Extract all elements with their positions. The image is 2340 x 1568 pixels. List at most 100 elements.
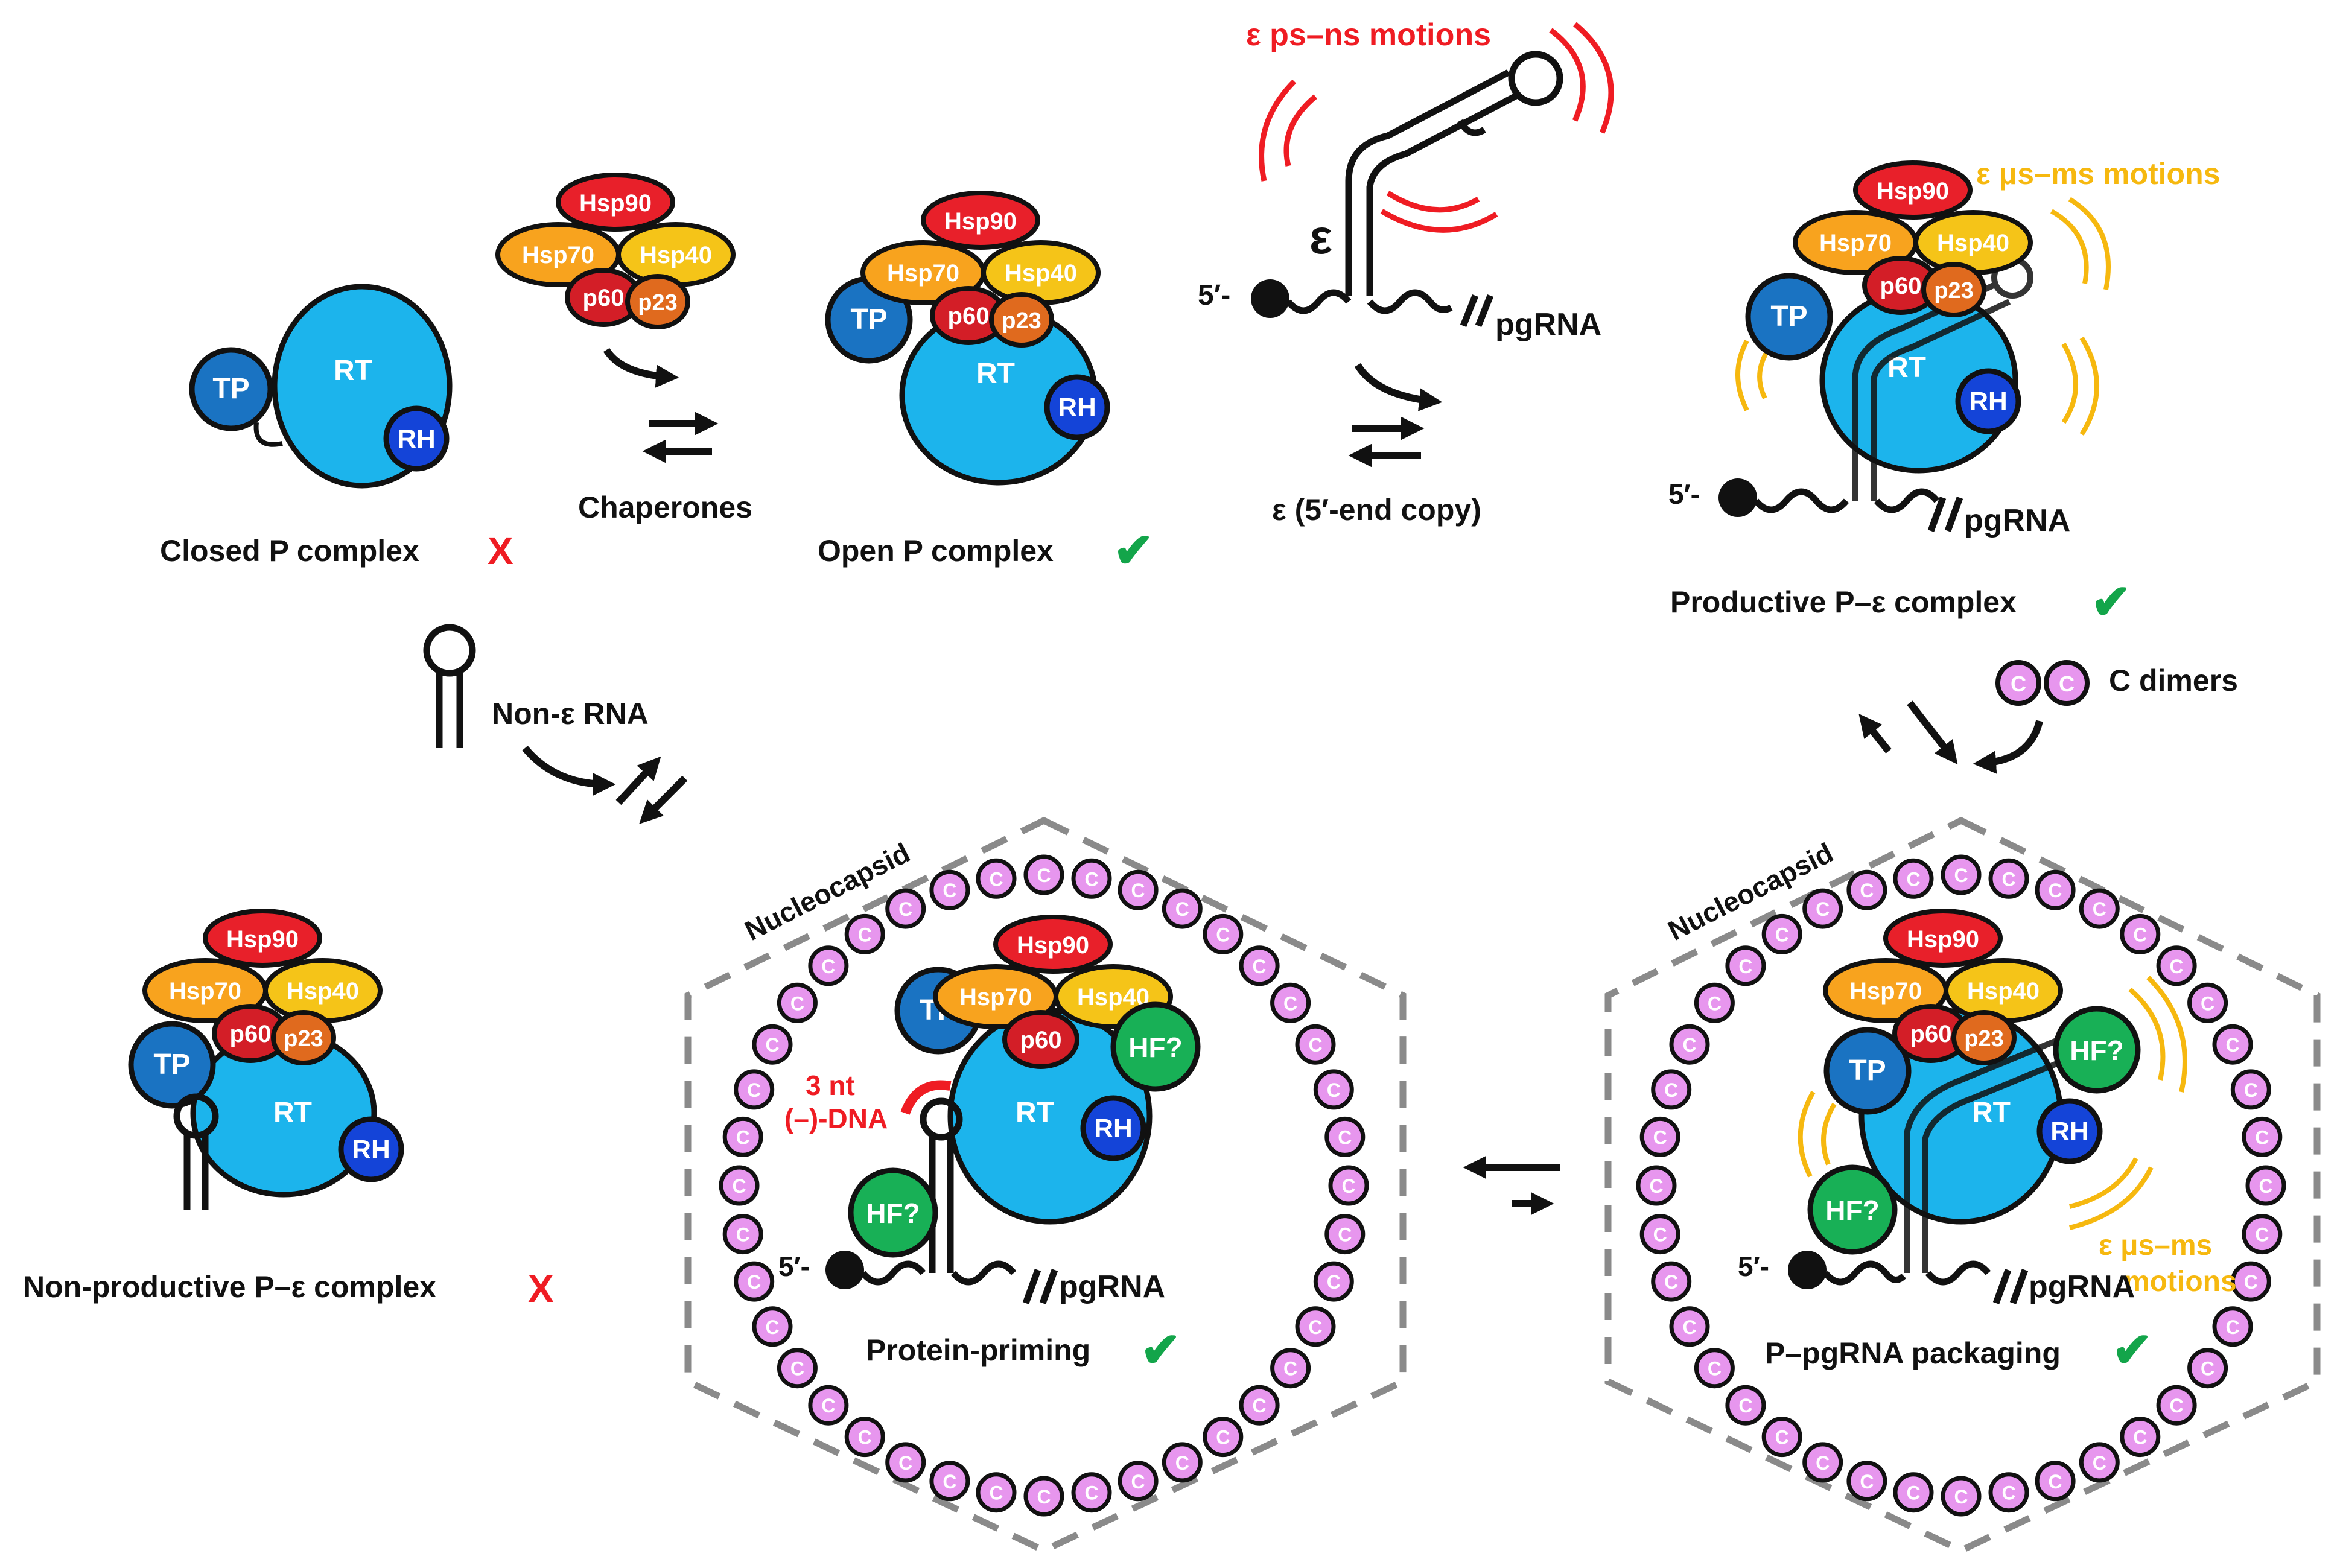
- capsid-subunit-letter: C: [1216, 924, 1230, 945]
- rt-label: RT: [1972, 1097, 2011, 1129]
- five-prime-cap: [1718, 478, 1757, 517]
- capsid-subunit-letter: C: [1338, 1224, 1352, 1246]
- capsid-subunit: [844, 1417, 885, 1458]
- capsid-subunit: [2230, 1261, 2271, 1302]
- capsid-subunit-letter: C: [1216, 1427, 1230, 1449]
- capsid-subunit-letter: C: [821, 956, 835, 977]
- capsid-subunit: [1669, 1306, 1710, 1347]
- capsid-subunit: [2187, 982, 2228, 1023]
- host-factor: [2053, 1006, 2141, 1094]
- capsid-subunit: [719, 1165, 760, 1206]
- us-ms-motion-arcs: [1798, 976, 2187, 1230]
- closed-label: Closed P complex: [160, 534, 419, 568]
- capsid-subunit: [1162, 888, 1203, 929]
- nt-label-2: (–)-DNA: [784, 1103, 888, 1134]
- epsilon-stem-loop: [1345, 51, 1563, 296]
- capsid-subunit: [929, 1461, 970, 1502]
- capsid-subunit: [2212, 1306, 2253, 1347]
- capsid-subunit-letter: C: [736, 1126, 750, 1148]
- equilibrium-arrows: [1463, 1155, 1560, 1216]
- capsid-subunit: [1669, 1024, 1710, 1065]
- capsid-subunit-letter: C: [1738, 1395, 1752, 1417]
- open-p-complex: TP RT RH Hsp90 Hsp70 Hsp40 p60 p23 Open …: [818, 191, 1154, 577]
- chaperone-cluster-bound: Hsp90 Hsp70 Hsp40 p60 p23: [1793, 160, 2033, 317]
- capsid-subunit: [1324, 1116, 1366, 1157]
- minus-strand-dna: [900, 1080, 952, 1115]
- pgrna-break: [1992, 1269, 2029, 1304]
- capsid-subunit: [1324, 1214, 1366, 1255]
- rt-label: RT: [976, 358, 1015, 390]
- capsid-subunit-letter: C: [1175, 1452, 1189, 1474]
- productive-p-epsilon-complex: ε μs–ms motions TP RT RH Hsp90 Hsp70 Hsp…: [1668, 157, 2220, 629]
- capsid-subunit-letter: C: [1131, 880, 1145, 901]
- five-prime-cap: [825, 1251, 864, 1289]
- epsilon-symbol: ε: [1309, 210, 1332, 264]
- capsid-subunit: [1239, 945, 1280, 986]
- p23-label: p23: [284, 1026, 323, 1052]
- capsid-subunit: [1203, 913, 1244, 954]
- capsid-subunit-letter: C: [1327, 1079, 1341, 1101]
- pgrna-label: pgRNA: [1495, 307, 1601, 342]
- hsp40-label: Hsp40: [1937, 230, 2009, 256]
- capsid-subunit: [808, 1385, 849, 1426]
- capsid-subunit-letter: C: [1653, 1126, 1667, 1148]
- p60-label: p60: [230, 1021, 272, 1047]
- capsid-subunit-letter: C: [747, 1079, 761, 1101]
- p60-label: p60: [1910, 1021, 1952, 1047]
- rh-domain: [338, 1116, 404, 1182]
- capsid-subunit-letter: C: [2093, 1452, 2106, 1474]
- capsid-subunit-letter: C: [1775, 1427, 1789, 1449]
- hsp40-label: Hsp40: [1005, 260, 1077, 287]
- capsid-subunit: [1071, 1472, 1112, 1513]
- tp-label: TP: [153, 1049, 190, 1081]
- chaperone-cluster-bound: Hsp90 Hsp70 Hsp40 p60: [933, 915, 1173, 1069]
- capsid-subunit-letter: C: [1682, 1034, 1696, 1056]
- capsid-subunit-letter: C: [2093, 898, 2106, 920]
- check-mark: ✔: [2112, 1323, 2152, 1377]
- capsid-subunit-letter: C: [1954, 865, 1968, 886]
- capsid-subunit: [1761, 1417, 1802, 1458]
- capsid-subunit: [1694, 1348, 1735, 1389]
- capsid-subunit-letter: C: [1341, 1175, 1355, 1197]
- rh-domain: [1080, 1095, 1146, 1161]
- capsid-subunit-letter: C: [2244, 1079, 2258, 1101]
- protein-priming-label: Protein-priming: [866, 1333, 1090, 1367]
- capsid-subunit-letter: C: [2255, 1224, 2269, 1246]
- capsid-subunit-letter: C: [1664, 1271, 1678, 1293]
- capsid-subunit: [1328, 1165, 1369, 1206]
- c-letter: C: [2011, 671, 2026, 696]
- rh-domain: [1955, 368, 2021, 434]
- bound-epsilon-stem: [1904, 1035, 2077, 1273]
- capsid-subunit: [2079, 1442, 2120, 1483]
- tp-label: TP: [212, 373, 249, 405]
- capsid-subunit: [1941, 1476, 1982, 1517]
- capsid-subunit-letter: C: [821, 1395, 835, 1417]
- capsid-subunit-letter: C: [790, 1358, 804, 1380]
- p60-label: p60: [948, 303, 990, 329]
- capsid-subunit: [734, 1261, 775, 1302]
- capsid-subunit-letter: C: [1906, 1482, 1920, 1504]
- capsid-subunit-letter: C: [898, 898, 912, 920]
- chaperone-arrows: [603, 348, 719, 463]
- capsid-subunit-letter: C: [1708, 992, 1722, 1014]
- capsid-subunit: [1988, 858, 2029, 899]
- chaperone-cluster-bound: Hsp90 Hsp70 Hsp40 p60 p23: [860, 191, 1101, 348]
- capsid-subunit: [752, 1306, 793, 1347]
- pgrna-strand: [1822, 1260, 1991, 1286]
- rt-label: RT: [273, 1097, 312, 1129]
- tp-label: TP: [1849, 1055, 1886, 1087]
- hf-label: HF?: [866, 1198, 920, 1229]
- capsid-subunit: [976, 858, 1017, 899]
- capsid-subunit: [2245, 1165, 2286, 1206]
- us-ms-motion-arcs: [1735, 197, 2111, 436]
- capsid-subunit: [1639, 1116, 1680, 1157]
- capsid-subunit-letter: C: [1175, 898, 1189, 920]
- capsid-subunit: [1203, 1417, 1244, 1458]
- rh-label: RH: [352, 1135, 390, 1164]
- capsid-subunit-letter: C: [1283, 1358, 1297, 1380]
- capsid-subunit-letter: C: [2201, 992, 2214, 1014]
- capsid-subunit-letter: C: [1816, 898, 1830, 920]
- capsid-subunit: [2187, 1348, 2228, 1389]
- capsid-subunit: [1694, 982, 1735, 1023]
